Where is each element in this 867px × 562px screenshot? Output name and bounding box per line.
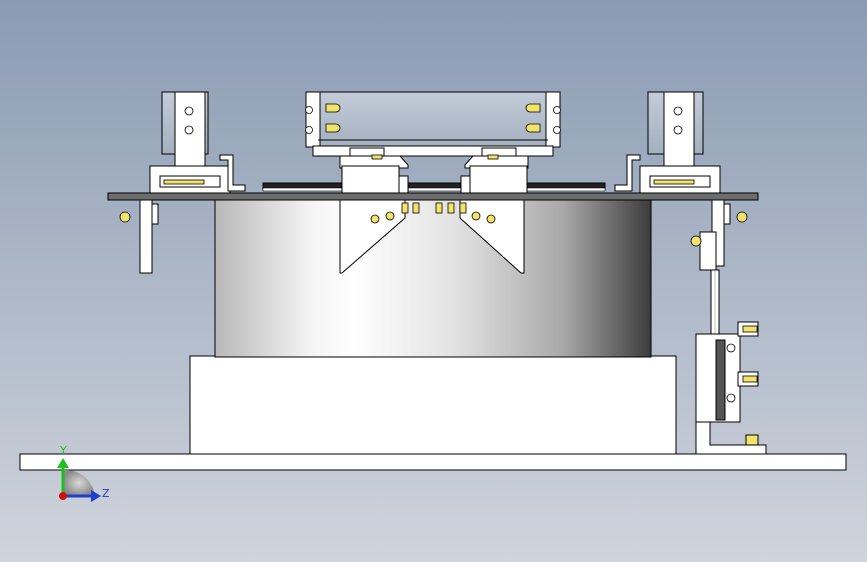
left-clip	[151, 203, 159, 225]
base-plate	[19, 453, 847, 471]
top-plate	[107, 192, 759, 201]
center-carriage	[317, 91, 549, 148]
slider-block-right	[469, 165, 528, 194]
left-hanging-plate	[139, 199, 153, 274]
carriage-bracket-left	[339, 155, 409, 169]
rail-strip	[262, 187, 606, 192]
cylinder-body	[214, 198, 652, 358]
fitting-plug	[525, 103, 541, 113]
z-axis-label: Z	[102, 487, 110, 500]
slide-rail	[715, 339, 726, 421]
slider-foot-left	[398, 175, 409, 194]
y-axis-label: Y	[59, 444, 67, 457]
fittings	[119, 103, 758, 403]
support-block	[189, 355, 677, 455]
carriage-mount	[312, 145, 554, 157]
carriage-end-right	[545, 91, 561, 148]
slider-block-left	[341, 165, 400, 194]
right-bent-bracket	[614, 154, 641, 192]
right-clip	[723, 203, 731, 225]
left-bent-bracket	[219, 154, 246, 192]
fitting-plug	[525, 123, 541, 133]
view-triad[interactable]: Y Z	[57, 444, 110, 502]
carriage-end-left	[305, 91, 321, 148]
fitting-plug	[325, 103, 341, 113]
fitting-plug	[325, 123, 341, 133]
bracket-screw	[745, 434, 759, 446]
x-axis-dot	[59, 492, 67, 500]
l-bracket	[695, 421, 767, 455]
sensor-clamp	[699, 231, 717, 271]
z-axis-arrow	[91, 490, 101, 502]
y-axis-arrow	[57, 458, 69, 468]
slider-foot-right	[460, 175, 471, 194]
carriage-slider-right	[481, 147, 517, 157]
